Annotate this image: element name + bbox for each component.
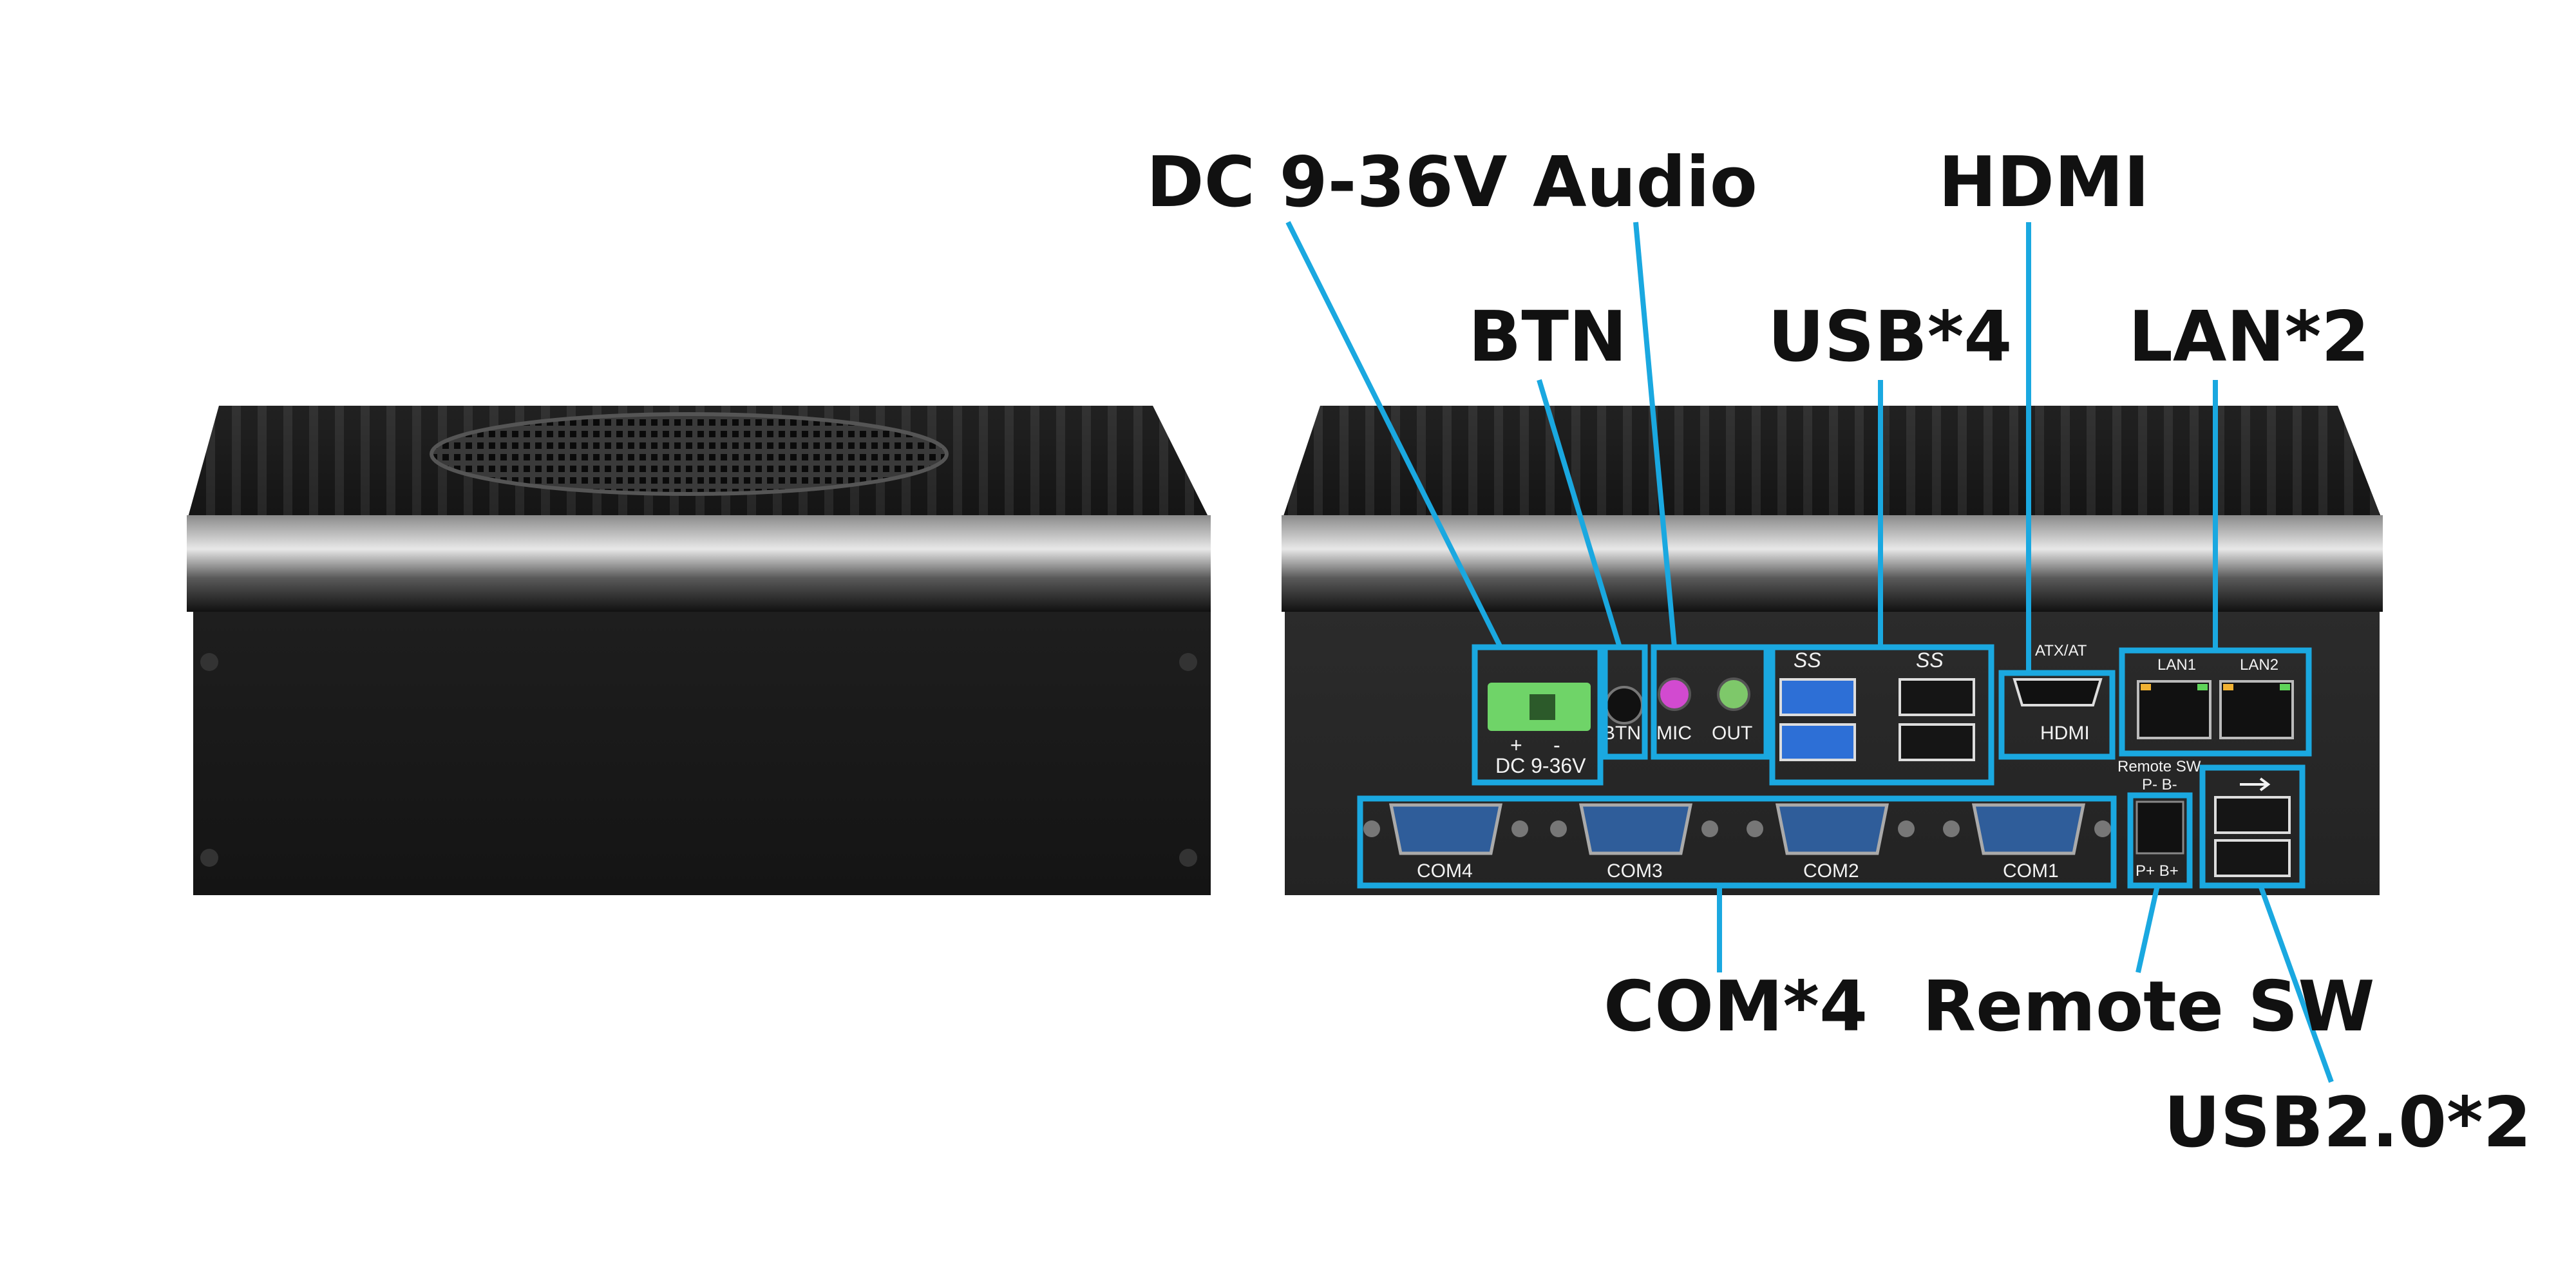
dc-leader-line — [1285, 221, 1503, 649]
com2-port: COM2 — [1747, 803, 1915, 882]
lan1-port — [2137, 680, 2211, 739]
left-side-panel — [193, 612, 1211, 895]
remote-sw-header — [2136, 800, 2184, 855]
right-reflective-band — [1282, 515, 2383, 612]
callout-com: COM*4 — [1604, 967, 1868, 1047]
remote-sw-leader-line — [2136, 885, 2160, 973]
dc-highlight-box — [1472, 644, 1604, 786]
usb2-port — [2214, 839, 2291, 877]
callout-btn: BTN — [1468, 297, 1627, 377]
dc-minus-label: - — [1553, 734, 1560, 757]
mic-label: MIC — [1656, 723, 1692, 744]
com3-label: COM3 — [1607, 860, 1663, 882]
lan2-label: LAN2 — [2240, 656, 2278, 674]
screw-icon — [1179, 849, 1197, 867]
screw-icon — [200, 849, 218, 867]
usb3-port — [1899, 678, 1975, 716]
remote-sw-top-pins-label: P- B- — [2142, 776, 2177, 793]
fan-grille — [430, 412, 949, 496]
left-reflective-band — [187, 515, 1211, 612]
mic-jack — [1658, 677, 1691, 711]
com2-label: COM2 — [1803, 860, 1859, 882]
dc-terminal-socket — [1530, 694, 1555, 720]
out-label: OUT — [1712, 723, 1752, 744]
com4-port: COM4 — [1363, 803, 1528, 882]
btn-label: BTN — [1602, 723, 1641, 744]
com1-port: COM1 — [1943, 803, 2111, 882]
callout-labels: DC 9-36V Audio HDMI BTN USB*4 LAN*2 COM*… — [1146, 142, 2532, 1163]
atx-at-label: ATX/AT — [2035, 642, 2087, 659]
lan2-port — [2219, 680, 2294, 739]
led-indicator — [2280, 684, 2290, 690]
usb3-port — [1779, 723, 1856, 761]
audio-highlight-box — [1651, 644, 1770, 760]
audio-leader-line — [1633, 222, 1677, 648]
left-unit — [187, 406, 1211, 895]
callout-hdmi: HDMI — [1938, 142, 2150, 223]
led-indicator — [2223, 684, 2233, 690]
btn-leader-line — [1537, 379, 1622, 649]
usb3-port — [1899, 723, 1975, 761]
btn-highlight-box — [1602, 644, 1648, 760]
led-indicator — [2197, 684, 2208, 690]
com-highlight-box — [1357, 795, 2117, 889]
lan1-label: LAN1 — [2157, 656, 2196, 674]
callout-audio: Audio — [1533, 142, 1757, 223]
callout-usb4: USB*4 — [1768, 297, 2012, 377]
usb2-leader-line — [2258, 884, 2334, 1083]
hdmi-port-label: HDMI — [2040, 723, 2090, 744]
usb3-logo-left: SS — [1794, 649, 1821, 672]
usb3-port — [1779, 678, 1856, 716]
screw-icon — [1179, 653, 1197, 671]
callout-remote-sw: Remote SW — [1922, 967, 2375, 1047]
com3-port: COM3 — [1550, 803, 1718, 882]
remote-sw-highlight-box — [2127, 792, 2193, 889]
usb-icon — [2240, 777, 2271, 791]
hdmi-highlight-box — [1998, 670, 2116, 760]
remote-sw-bottom-pins-label: P+ B+ — [2136, 862, 2179, 880]
usb3-logo-right: SS — [1916, 649, 1944, 672]
hdmi-port — [2012, 678, 2103, 706]
com1-label: COM1 — [2003, 860, 2059, 882]
callout-usb20: USB2.0*2 — [2164, 1083, 2532, 1163]
screw-icon — [200, 653, 218, 671]
power-button — [1605, 686, 1643, 724]
led-indicator — [2141, 684, 2151, 690]
dc-voltage-label: DC 9-36V — [1495, 754, 1586, 777]
usb2-highlight-box — [2199, 764, 2306, 889]
callout-dc: DC 9-36V — [1146, 142, 1508, 223]
leader-lines — [1285, 221, 2334, 1083]
line-out-jack — [1717, 677, 1750, 711]
callout-lan: LAN*2 — [2128, 297, 2369, 377]
usb2-port — [2214, 796, 2291, 834]
remote-sw-panel-label: Remote SW — [2117, 758, 2201, 775]
dc-plus-label: + — [1510, 734, 1522, 757]
com4-label: COM4 — [1417, 860, 1473, 882]
